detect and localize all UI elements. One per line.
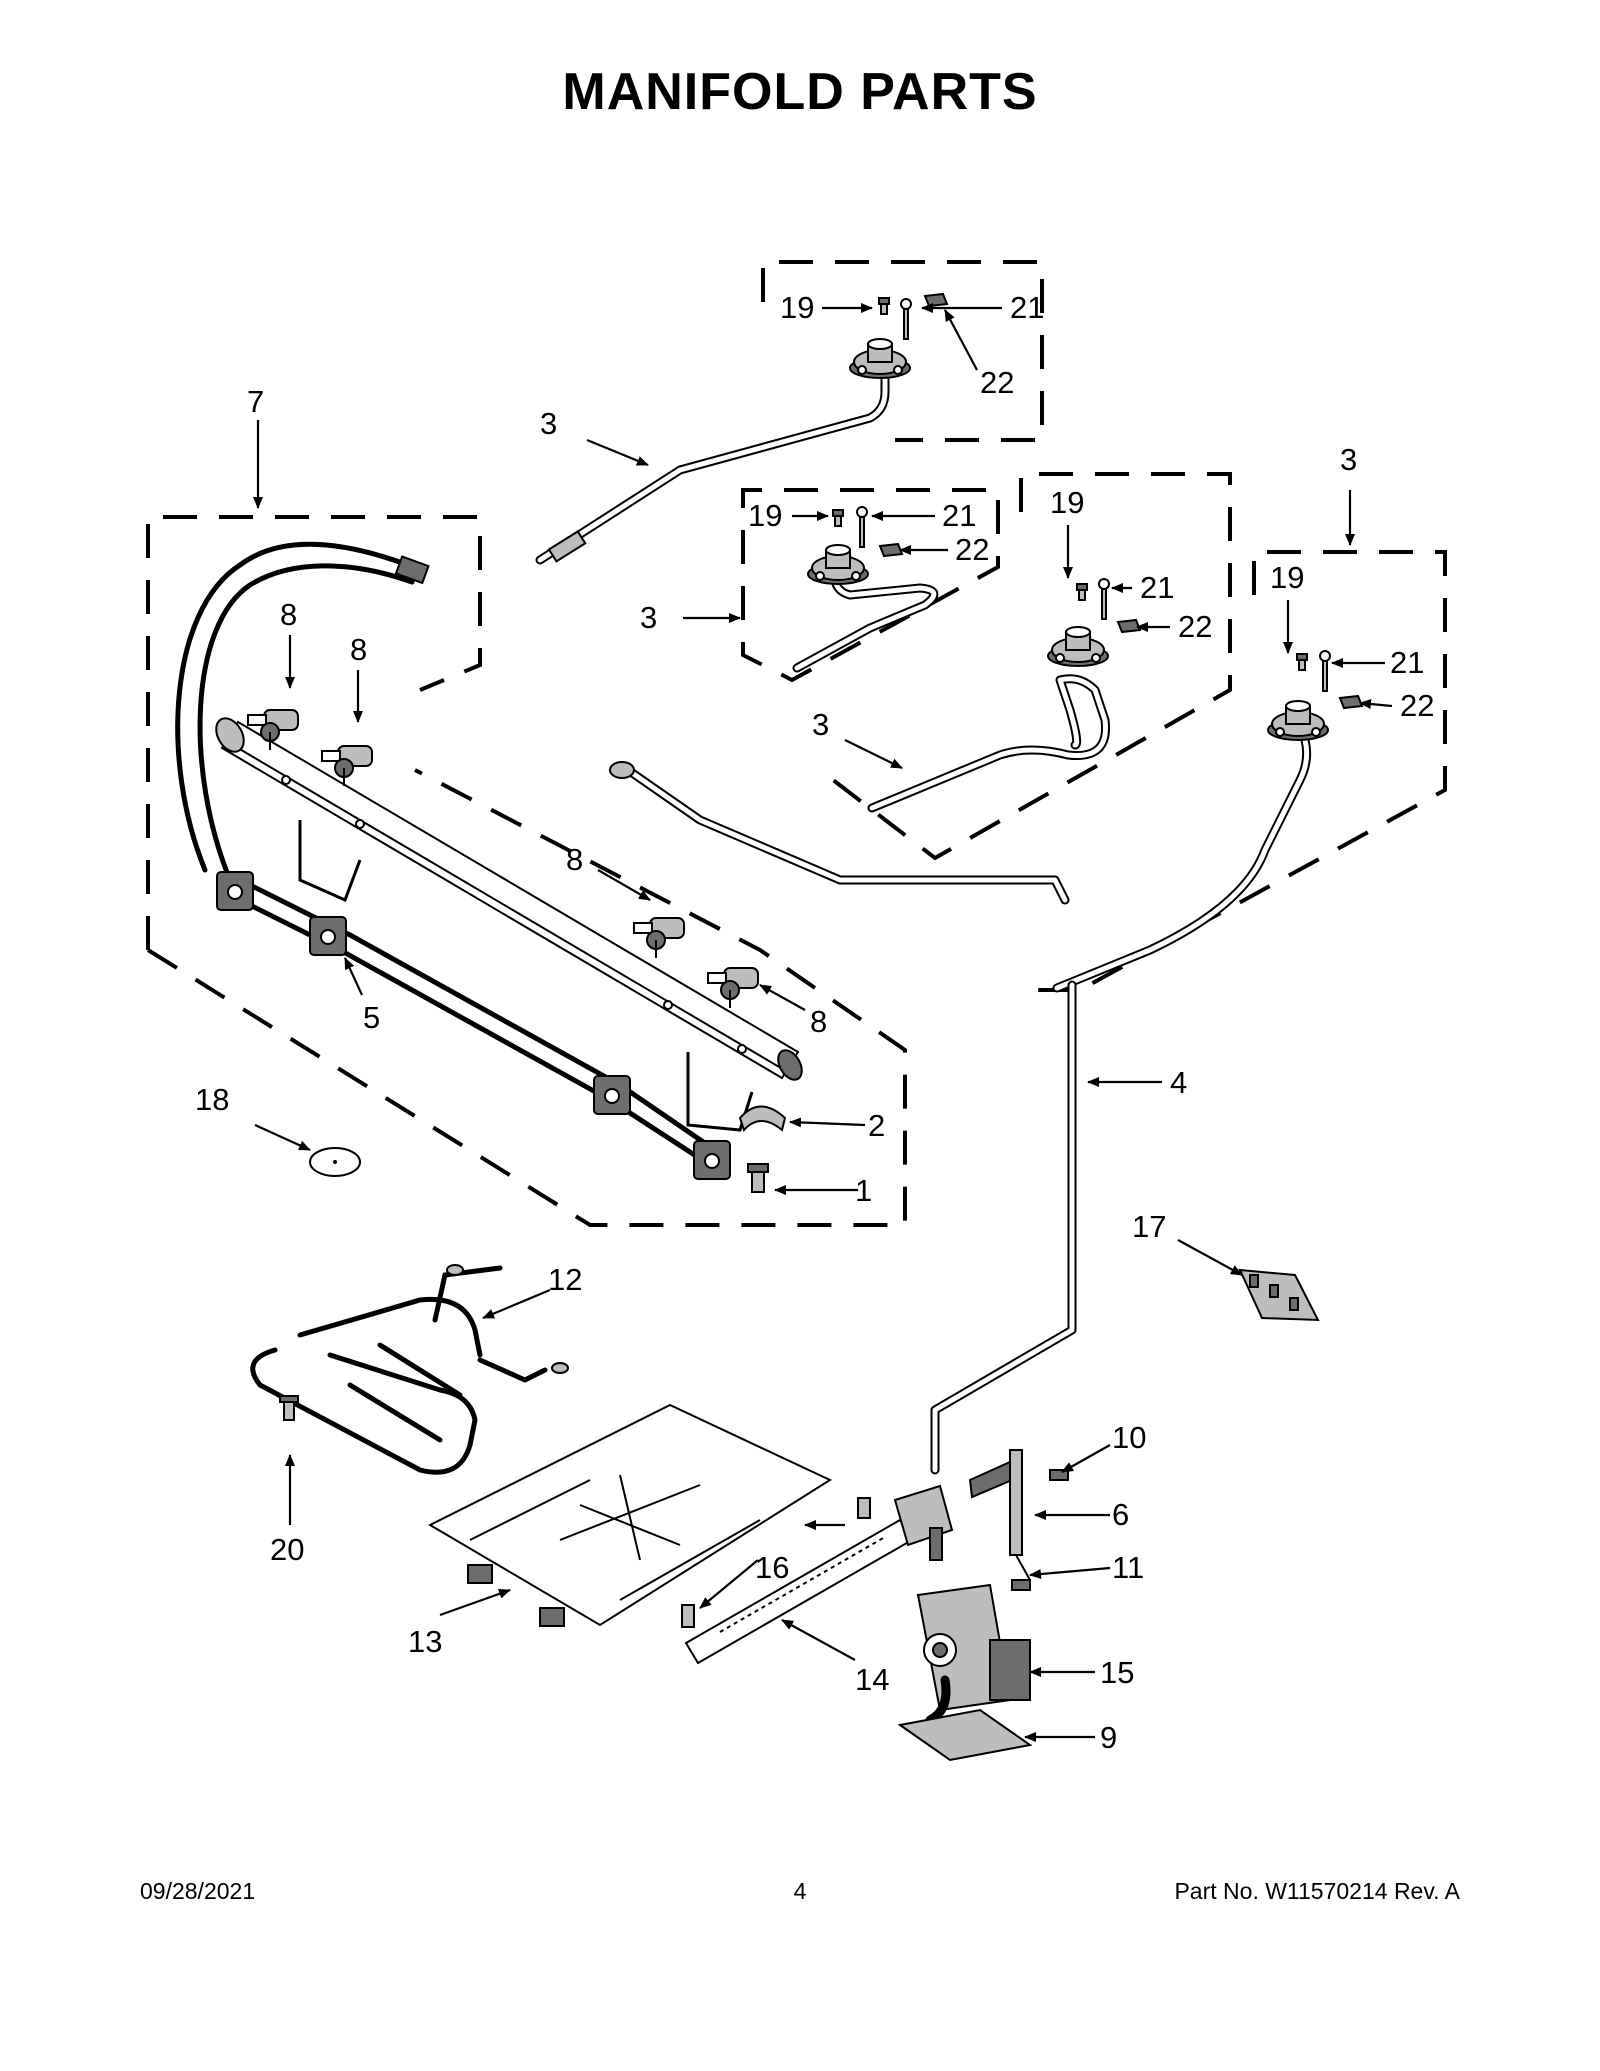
callout-21-top: 21 <box>1010 290 1044 325</box>
callout-4: 4 <box>1170 1065 1187 1100</box>
callout-3-mid-right: 3 <box>812 707 829 742</box>
footer-date: 09/28/2021 <box>140 1878 256 1904</box>
callout-12: 12 <box>548 1262 582 1297</box>
callout-10: 10 <box>1112 1420 1146 1455</box>
outline-manifold-lower <box>146 768 907 1227</box>
callout-7: 7 <box>247 384 264 419</box>
footer-page-number: 4 <box>793 1878 807 1904</box>
callout-11: 11 <box>1112 1550 1144 1585</box>
leader-lines <box>253 303 1393 1742</box>
callout-13: 13 <box>408 1624 442 1659</box>
callout-15: 15 <box>1100 1655 1134 1690</box>
callout-6: 6 <box>1112 1497 1129 1532</box>
callout-14: 14 <box>855 1662 889 1697</box>
callout-19-mid-left: 19 <box>748 498 782 533</box>
callout-5: 5 <box>363 1000 380 1035</box>
callout-9: 9 <box>1100 1720 1117 1755</box>
callout-22-right: 22 <box>1400 688 1434 723</box>
bake-element <box>250 1264 569 1475</box>
callout-19-mid-right: 19 <box>1050 485 1084 520</box>
valve-assembly-mid-left <box>792 506 939 673</box>
callout-8-a: 8 <box>280 597 297 632</box>
callout-17: 17 <box>1132 1209 1166 1244</box>
callout-8-c: 8 <box>566 842 583 877</box>
callout-19-top: 19 <box>780 290 814 325</box>
outline-valve-top <box>761 260 1044 442</box>
dashed-outlines <box>146 260 1447 1227</box>
terminal-block <box>1238 1268 1320 1322</box>
footer-part-number: Part No. W11570214 Rev. A <box>1174 1878 1460 1904</box>
callout-22-top: 22 <box>980 365 1014 400</box>
page-title: MANIFOLD PARTS <box>562 63 1038 121</box>
callout-8-b: 8 <box>350 632 367 667</box>
burner-and-valve <box>681 1449 1069 1762</box>
valve-assembly-right <box>1052 650 1363 993</box>
callout-16: 16 <box>755 1550 789 1585</box>
callout-2: 2 <box>868 1108 885 1143</box>
manifold-assembly <box>175 541 803 1193</box>
supply-tube <box>609 761 1077 1475</box>
valve-assembly-top <box>535 293 948 565</box>
callout-21-right: 21 <box>1390 645 1424 680</box>
callout-3-mid-left: 3 <box>640 600 657 635</box>
callout-3-top: 3 <box>540 406 557 441</box>
callout-22-mid-left: 22 <box>955 532 989 567</box>
callout-21-mid-left: 21 <box>942 498 976 533</box>
valve-assembly-mid-right <box>867 578 1141 813</box>
burner-baffle <box>427 1403 833 1627</box>
outline-valve-mid-right <box>818 472 1232 861</box>
callout-22-mid-right: 22 <box>1178 609 1212 644</box>
callout-labels: 3 7 19 21 22 19 21 22 3 19 21 22 3 3 19 … <box>195 290 1434 1755</box>
callout-3-right: 3 <box>1340 442 1357 477</box>
outline-manifold-upper <box>146 515 482 950</box>
callout-1: 1 <box>855 1173 872 1208</box>
callout-19-right: 19 <box>1270 560 1304 595</box>
callout-8-d: 8 <box>810 1004 827 1039</box>
callout-21-mid-right: 21 <box>1140 570 1174 605</box>
outline-valve-mid-left <box>741 488 1000 683</box>
callout-18: 18 <box>195 1082 229 1117</box>
callout-20: 20 <box>270 1532 304 1567</box>
